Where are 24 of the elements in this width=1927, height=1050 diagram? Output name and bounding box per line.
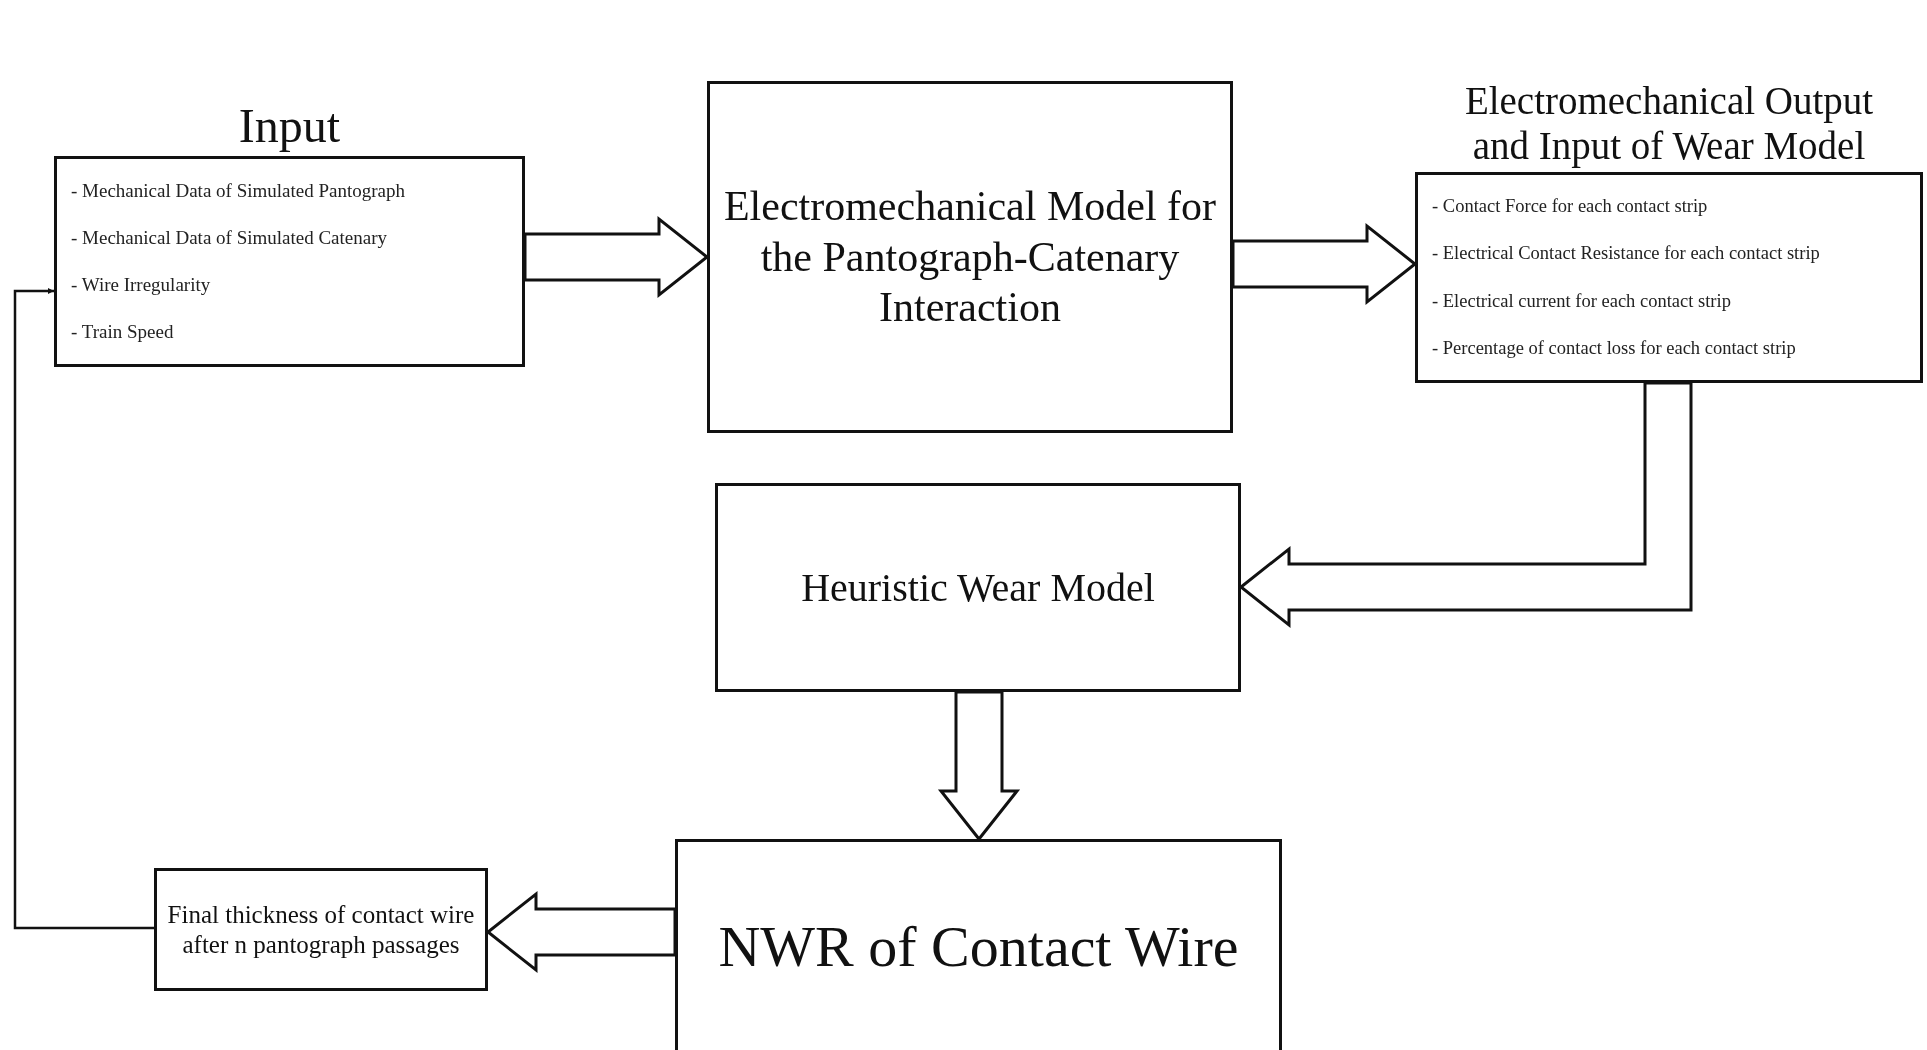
list-item: - Mechanical Data of Simulated Catenary [71,226,387,249]
process-box [154,868,488,991]
list-item: - Percentage of contact loss for each contact strip [1432,337,1796,359]
process-box [675,839,1282,1050]
box-label: Electromechanical Model for the Pantograph-Catenary Interaction [722,182,1218,333]
arrow [13,288,154,930]
list-item: - Wire Irregularity [71,274,211,297]
box-heading: Input [237,97,342,153]
box-heading: Electromechanical Output and Input of Wear Model [1463,79,1875,169]
block-arrow [485,890,677,974]
list-item: - Mechanical Data of Simulated Pantograph [71,179,405,202]
box-label: Heuristic Wear Model [801,563,1155,612]
box-label: Final thickness of contact wire after n pantograph passages [167,899,475,960]
block-arrow [523,215,710,299]
block-arrow [937,690,1021,842]
list-item: - Electrical Contact Resistance for each contact strip [1432,243,1820,265]
process-box [715,483,1241,692]
block-arrow [1231,222,1418,306]
process-box [707,81,1233,433]
block-arrow [1238,381,1693,629]
list-item: - Electrical current for each contact strip [1432,290,1731,312]
list-item: - Train Speed [71,321,174,344]
box-label: NWR of Contact Wire [718,912,1239,981]
list-item: - Contact Force for each contact strip [1432,196,1708,218]
